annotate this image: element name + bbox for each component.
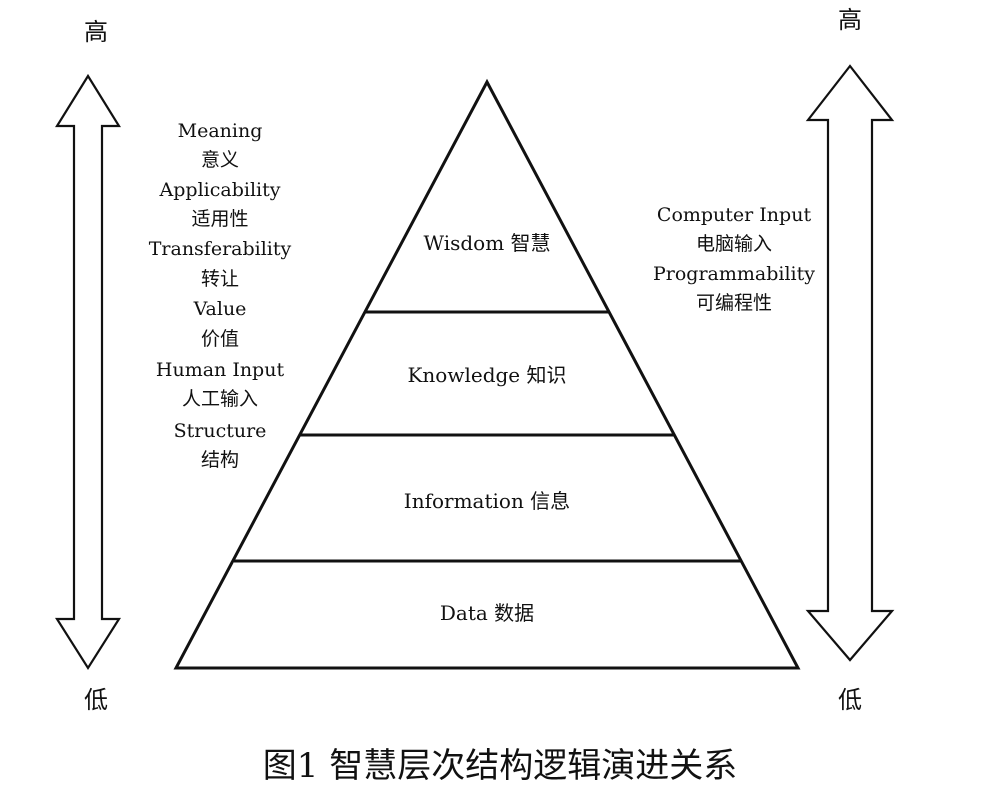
left-attribute: Meaning [178,120,263,142]
left-attribute: 适用性 [191,208,248,230]
pyramid-level-data: Data 数据 [440,601,534,625]
left-attribute: 人工输入 [182,388,258,410]
right-attribute: Programmability [653,263,815,285]
left-attribute: 意义 [201,149,239,171]
right-attribute: Computer Input [657,204,812,226]
pyramid-level-knowledge: Knowledge 知识 [407,363,566,387]
pyramid-level-wisdom: Wisdom 智慧 [423,231,550,255]
right-attribute: 电脑输入 [696,233,772,255]
left-attribute-list: Meaning 意义 Applicability 适用性 Transferabi… [149,120,292,471]
left-attribute: 结构 [201,449,239,471]
right-scale-top-label: 高 [838,6,862,34]
left-attribute: 转让 [201,268,239,290]
left-attribute: Human Input [156,359,285,381]
left-scale-top-label: 高 [84,18,108,46]
right-scale-bottom-label: 低 [838,686,862,714]
right-double-arrow [805,64,895,662]
figure-caption: 图1 智慧层次结构逻辑演进关系 [262,746,738,786]
pyramid-level-information: Information 信息 [404,489,570,513]
pyramid: Wisdom 智慧 Knowledge 知识 Information 信息 Da… [173,78,801,670]
left-attribute: 价值 [201,328,239,350]
pyramid-outline [173,78,801,670]
left-attribute: Applicability [159,179,281,201]
left-scale-bottom-label: 低 [84,686,108,714]
right-attribute-list: Computer Input 电脑输入 Programmability 可编程性 [653,204,815,314]
left-attribute: Transferability [149,238,292,260]
left-attribute: Value [193,298,247,320]
left-attribute: Structure [174,420,267,442]
left-double-arrow [55,73,121,671]
right-attribute: 可编程性 [696,292,772,314]
